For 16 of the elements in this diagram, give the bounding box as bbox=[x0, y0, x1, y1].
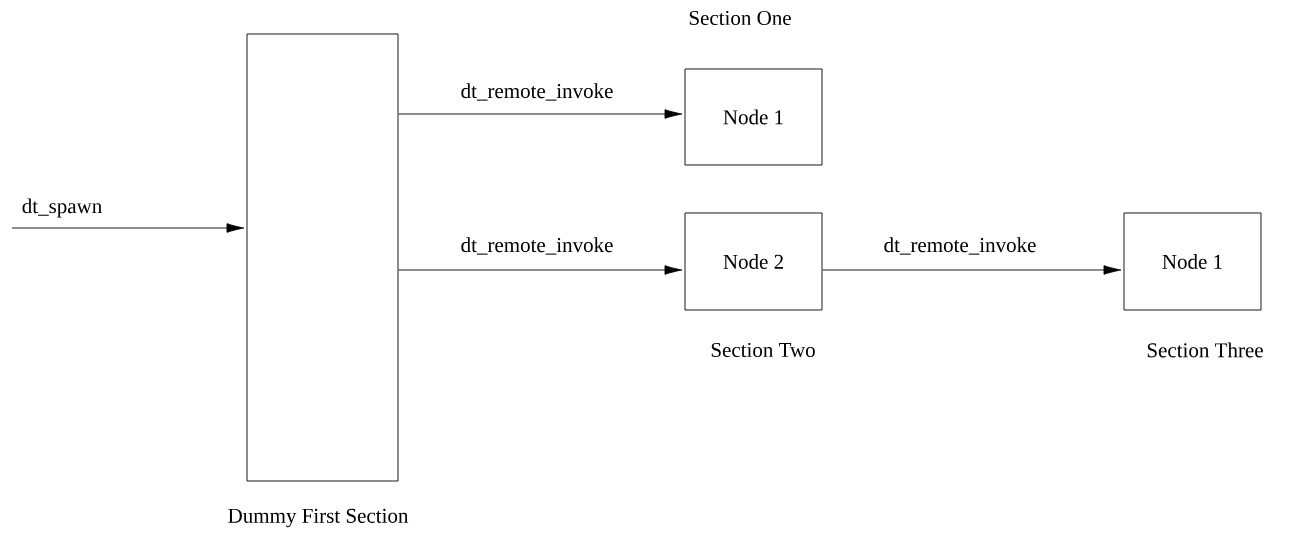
node-box: Node 1 bbox=[1123, 212, 1262, 311]
empty-box bbox=[246, 33, 399, 482]
edge-label: dt_remote_invoke bbox=[459, 82, 615, 102]
edge-label: dt_remote_invoke bbox=[882, 236, 1038, 256]
node-box: Node 1 bbox=[684, 68, 823, 166]
node-box: Node 2 bbox=[684, 212, 823, 311]
arrow bbox=[822, 265, 1122, 275]
section-label: Section Three bbox=[1147, 342, 1263, 358]
section-label: Section Two bbox=[711, 342, 815, 358]
edge-label: dt_remote_invoke bbox=[459, 236, 615, 256]
edge-label: dt_spawn bbox=[20, 197, 104, 219]
arrow bbox=[398, 109, 683, 119]
section-label: Dummy First Section bbox=[228, 508, 409, 528]
section-label: Section One bbox=[689, 10, 791, 26]
arrow bbox=[398, 265, 683, 275]
arrow bbox=[11, 223, 245, 233]
